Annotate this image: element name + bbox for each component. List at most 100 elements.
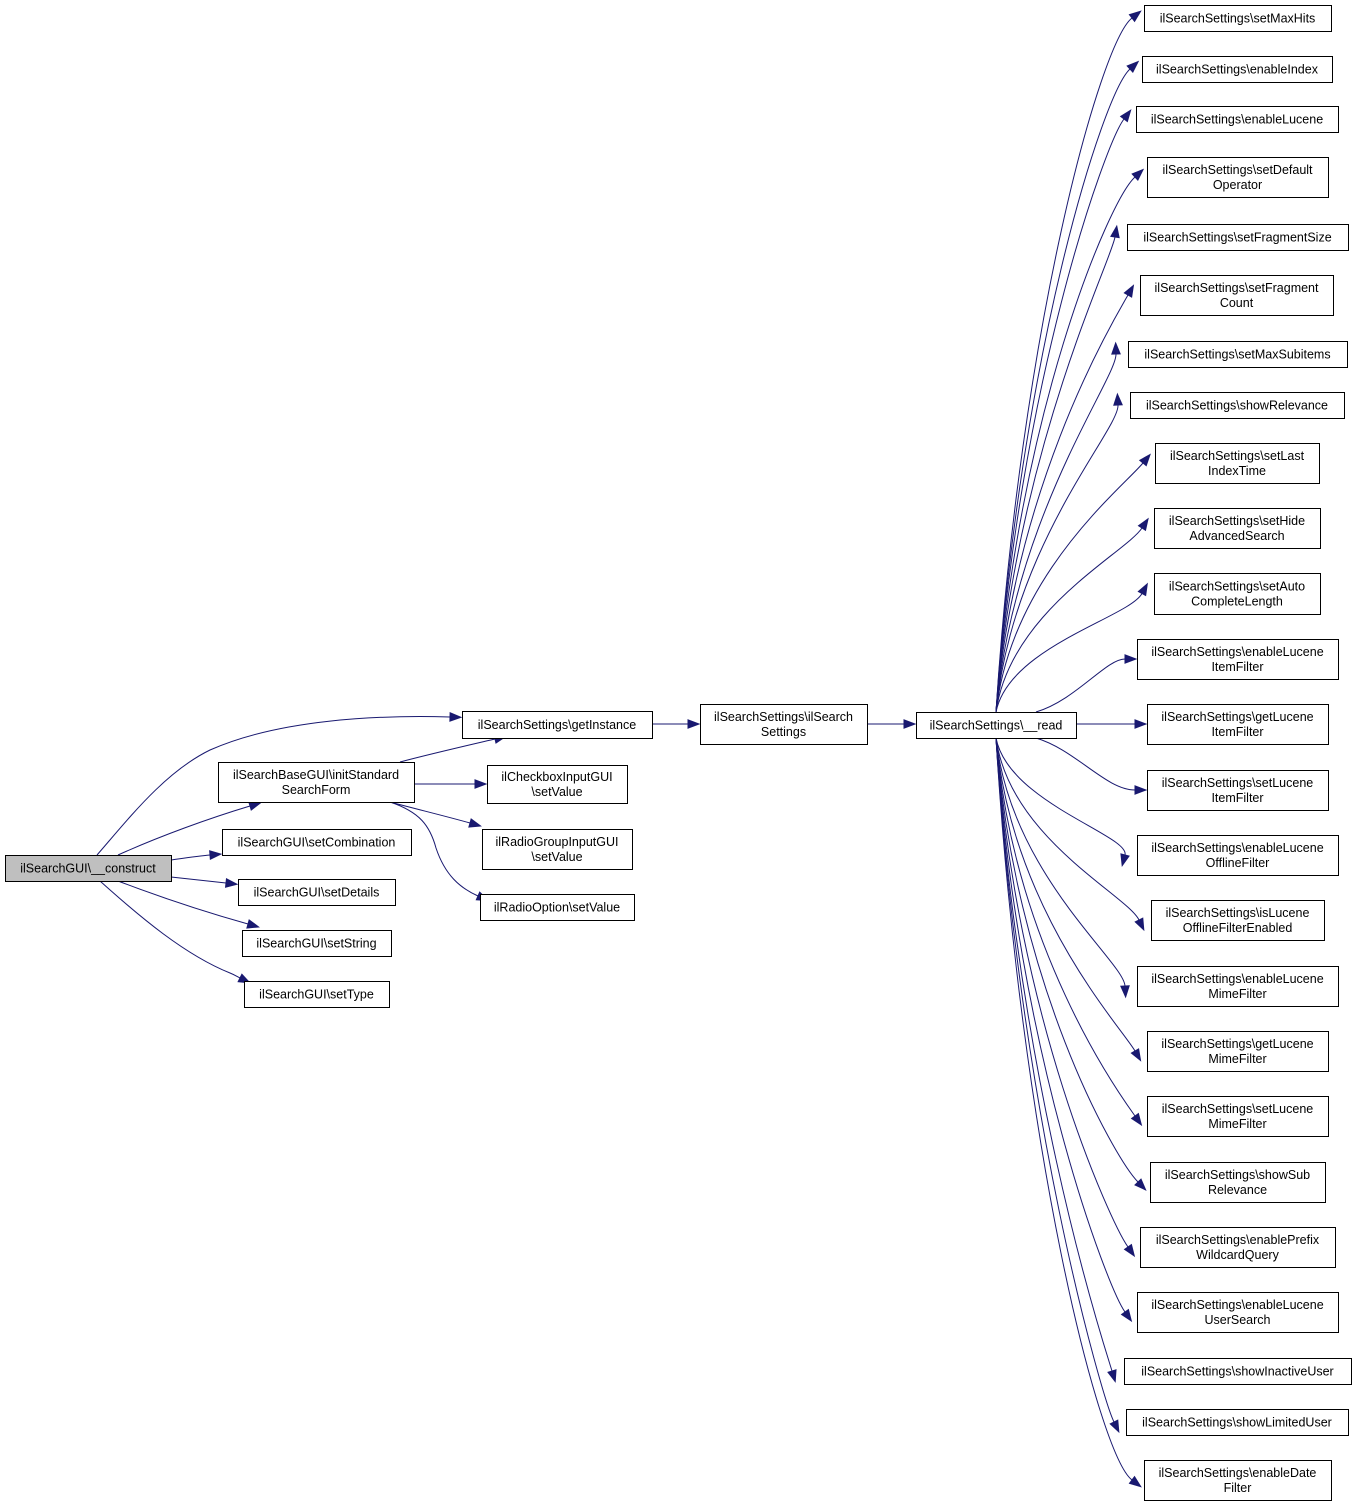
node-show-limited-user[interactable]: ilSearchSettings\showLimitedUser xyxy=(1126,1409,1349,1436)
node-label: ilSearchSettings\getLucene xyxy=(1161,710,1313,724)
edge-arrowhead xyxy=(1134,785,1148,795)
node-checkbox-set-value[interactable]: ilCheckboxInputGUI\setValue xyxy=(487,765,628,804)
node-box xyxy=(1137,966,1339,1007)
edge-arrowhead xyxy=(1138,453,1151,467)
node-box xyxy=(487,765,628,804)
node-label: ilRadioGroupInputGUI xyxy=(496,835,619,849)
edge-arrowhead xyxy=(1123,1243,1136,1258)
edge-arrowhead xyxy=(1119,109,1132,123)
edge-arrowhead xyxy=(1113,392,1123,406)
call-edge xyxy=(995,176,1136,713)
edge-arrowhead xyxy=(1130,1112,1143,1127)
node-set-max-subitems[interactable]: ilSearchSettings\setMaxSubitems xyxy=(1128,341,1348,368)
edge-arrowhead xyxy=(246,919,260,929)
node-is-lucene-offline-filter-enabled[interactable]: ilSearchSettings\isLuceneOfflineFilterEn… xyxy=(1151,900,1325,941)
node-box xyxy=(1154,573,1321,615)
node-label: ilSearchSettings\enableDate xyxy=(1159,1466,1317,1480)
edge-arrowhead xyxy=(1107,1369,1117,1383)
node-set-fragment-size[interactable]: ilSearchSettings\setFragmentSize xyxy=(1127,224,1349,251)
edge-arrowhead xyxy=(687,719,701,729)
call-edge xyxy=(995,462,1144,713)
node-radio-option-set-value[interactable]: ilRadioOption\setValue xyxy=(480,894,635,921)
node-label: ilSearchBaseGUI\initStandard xyxy=(233,768,399,782)
call-edge xyxy=(995,737,1139,1183)
node-label: ilSearchSettings\setLucene xyxy=(1162,776,1314,790)
node-set-string[interactable]: ilSearchGUI\setString xyxy=(242,930,392,957)
node-show-relevance[interactable]: ilSearchSettings\showRelevance xyxy=(1130,392,1345,419)
node-enable-index[interactable]: ilSearchSettings\enableIndex xyxy=(1142,56,1333,83)
call-edge xyxy=(389,801,471,824)
node-label: ilSearchSettings\setFragment xyxy=(1155,281,1319,295)
node-label: \setValue xyxy=(531,785,582,799)
node-label: IndexTime xyxy=(1208,464,1266,478)
edge-arrowhead xyxy=(1137,517,1149,532)
node-label: MimeFilter xyxy=(1208,1117,1266,1131)
edge-arrowhead xyxy=(237,973,252,984)
call-edge xyxy=(995,737,1115,1423)
node-label: ilSearchSettings\__read xyxy=(930,719,1063,733)
node-show-inactive-user[interactable]: ilSearchSettings\showInactiveUser xyxy=(1124,1358,1352,1385)
node-set-details[interactable]: ilSearchGUI\setDetails xyxy=(238,879,396,906)
node-label: ilSearchSettings\getLucene xyxy=(1161,1037,1313,1051)
node-il-search-settings-ctor[interactable]: ilSearchSettings\ilSearchSettings xyxy=(700,704,868,745)
node-box xyxy=(1151,900,1325,941)
node-set-type[interactable]: ilSearchGUI\setType xyxy=(244,981,390,1008)
node-label: CompleteLength xyxy=(1191,595,1283,609)
node-label: ilSearchSettings\setLast xyxy=(1170,449,1305,463)
node-box xyxy=(222,829,412,856)
node-box xyxy=(1144,1460,1332,1501)
node-label: ilSearchSettings\showSub xyxy=(1165,1168,1310,1182)
node-label: ilSearchGUI\setCombination xyxy=(238,836,396,850)
node-set-combination[interactable]: ilSearchGUI\setCombination xyxy=(222,829,412,856)
node-enable-lucene-offline-filter[interactable]: ilSearchSettings\enableLuceneOfflineFilt… xyxy=(1137,835,1339,876)
node-box xyxy=(1140,275,1334,316)
call-edge xyxy=(170,876,227,884)
node-box xyxy=(1130,392,1345,419)
call-edge xyxy=(995,737,1126,856)
node-read[interactable]: ilSearchSettings\__read xyxy=(916,712,1077,739)
edge-arrowhead xyxy=(1110,224,1120,239)
call-edge xyxy=(995,737,1136,1117)
node-box xyxy=(1127,224,1349,251)
call-edge xyxy=(117,805,251,856)
edge-arrowhead xyxy=(1123,284,1135,298)
call-edge xyxy=(1035,658,1126,713)
call-edge xyxy=(995,17,1133,713)
node-set-max-hits[interactable]: ilSearchSettings\setMaxHits xyxy=(1144,5,1332,32)
node-box xyxy=(1137,835,1339,876)
node-label: ilSearchSettings\getInstance xyxy=(478,718,636,732)
node-enable-prefix-wildcard-query[interactable]: ilSearchSettings\enablePrefixWildcardQue… xyxy=(1140,1227,1336,1268)
node-label: ilSearchSettings\setFragmentSize xyxy=(1143,231,1331,245)
edge-arrowhead xyxy=(1124,654,1138,664)
node-box xyxy=(1147,770,1329,811)
node-label: ilSearchSettings\setDefault xyxy=(1162,163,1313,177)
node-box xyxy=(242,930,392,957)
node-box xyxy=(1147,157,1329,198)
call-edge xyxy=(995,68,1131,713)
node-radio-group-set-value[interactable]: ilRadioGroupInputGUI\setValue xyxy=(482,829,633,870)
call-edge xyxy=(995,294,1129,713)
edge-arrowhead xyxy=(1120,1308,1133,1323)
node-enable-lucene[interactable]: ilSearchSettings\enableLucene xyxy=(1136,106,1339,133)
node-label: Operator xyxy=(1213,178,1262,192)
node-label: ilSearchSettings\setMaxSubitems xyxy=(1144,348,1330,362)
node-label: AdvancedSearch xyxy=(1189,529,1284,543)
node-get-instance[interactable]: ilSearchSettings\getInstance xyxy=(462,711,653,739)
node-construct[interactable]: ilSearchGUI\__construct xyxy=(5,855,172,882)
node-label: ilSearchSettings\enableIndex xyxy=(1156,63,1319,77)
